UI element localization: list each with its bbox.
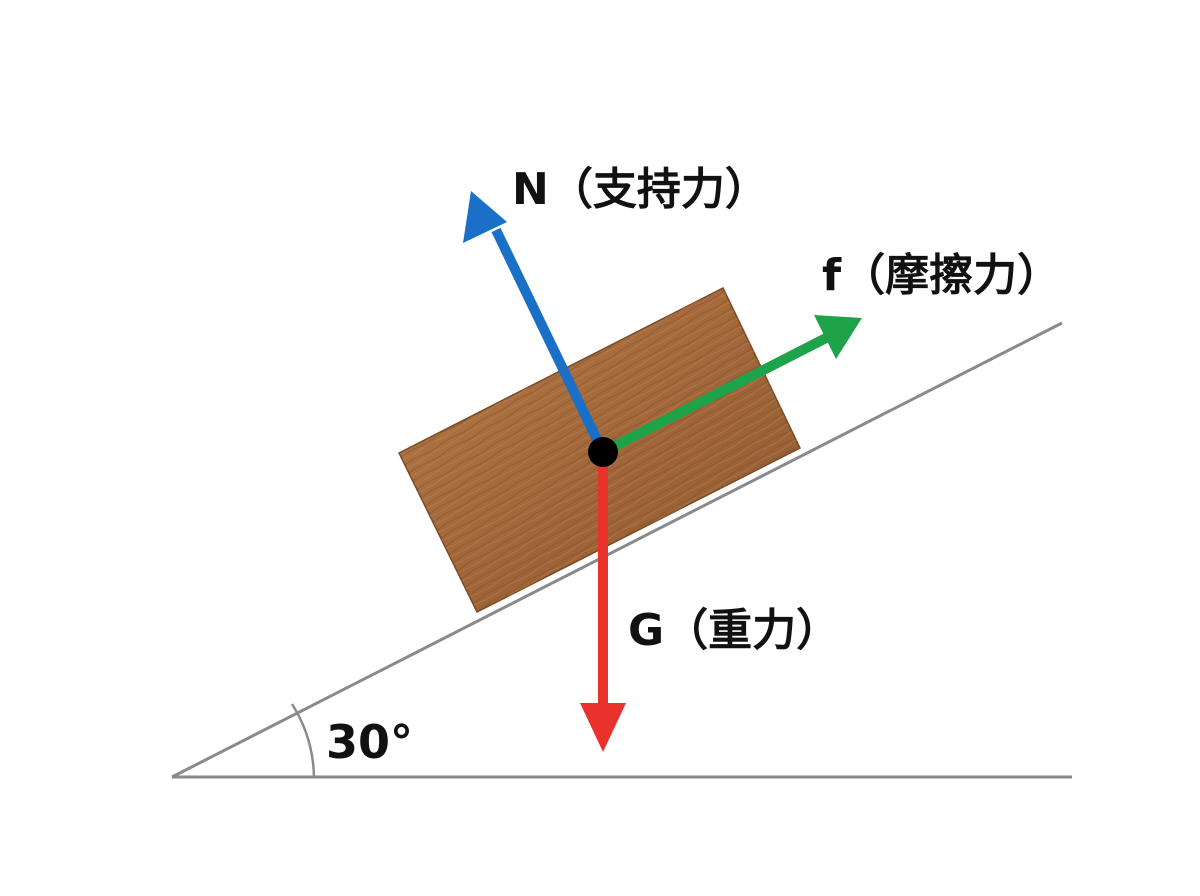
friction-force-label: f（摩擦力） [822,250,1061,301]
angle-arc [290,703,316,778]
gravity-arrow [580,452,626,752]
gravity-force-label: G（重力） [628,605,840,656]
friction-arrow [600,315,862,457]
incline-line [171,321,1063,779]
normal-force-label: N（支持力） [512,164,769,215]
normal-arrow [463,191,608,455]
angle-label: 30° [326,715,413,769]
center-of-mass-point [588,437,618,467]
